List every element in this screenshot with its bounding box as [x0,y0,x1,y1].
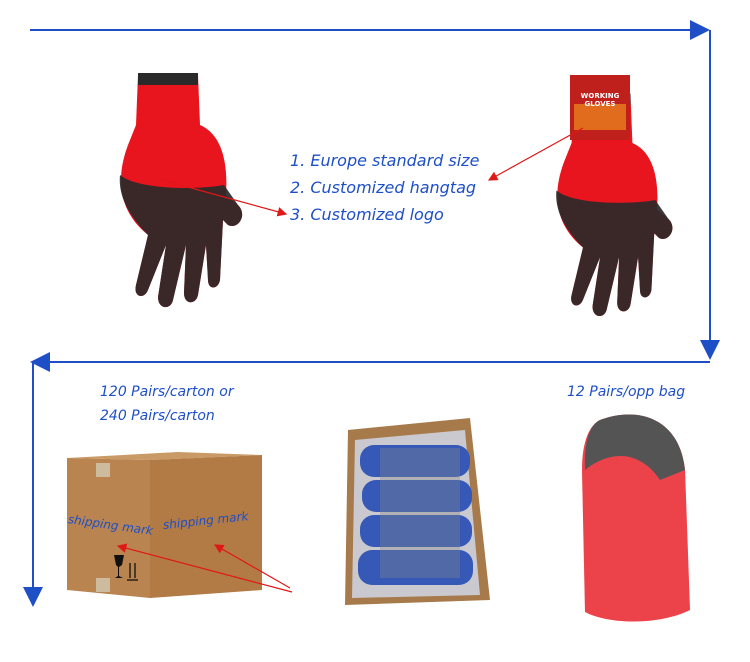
carton-label-line: 120 Pairs/carton or [100,384,234,400]
this-way-up-icon [127,563,138,581]
hangtag-text: WORKING GLOVES [580,92,620,108]
glove-with-logo [119,73,243,308]
feature-item: 3. Customized logo [290,205,444,224]
feature-list: 1. Europe standard size 2. Customized ha… [290,147,479,228]
feature-item: 2. Customized hangtag [290,178,477,197]
packed-gloves-tray [345,418,490,605]
bag-quantity-label: 12 Pairs/opp bag [567,384,686,400]
carton-box [67,452,262,598]
carton-label-line: 240 Pairs/carton [100,408,215,424]
fragile-glass-icon [114,555,124,578]
feature-item: 1. Europe standard size [290,151,480,170]
flow-arrows [23,20,720,607]
hangtag [570,75,630,140]
opp-bag-gloves [582,414,690,622]
carton-quantity-label: 120 Pairs/carton or 240 Pairs/carton [100,380,234,428]
